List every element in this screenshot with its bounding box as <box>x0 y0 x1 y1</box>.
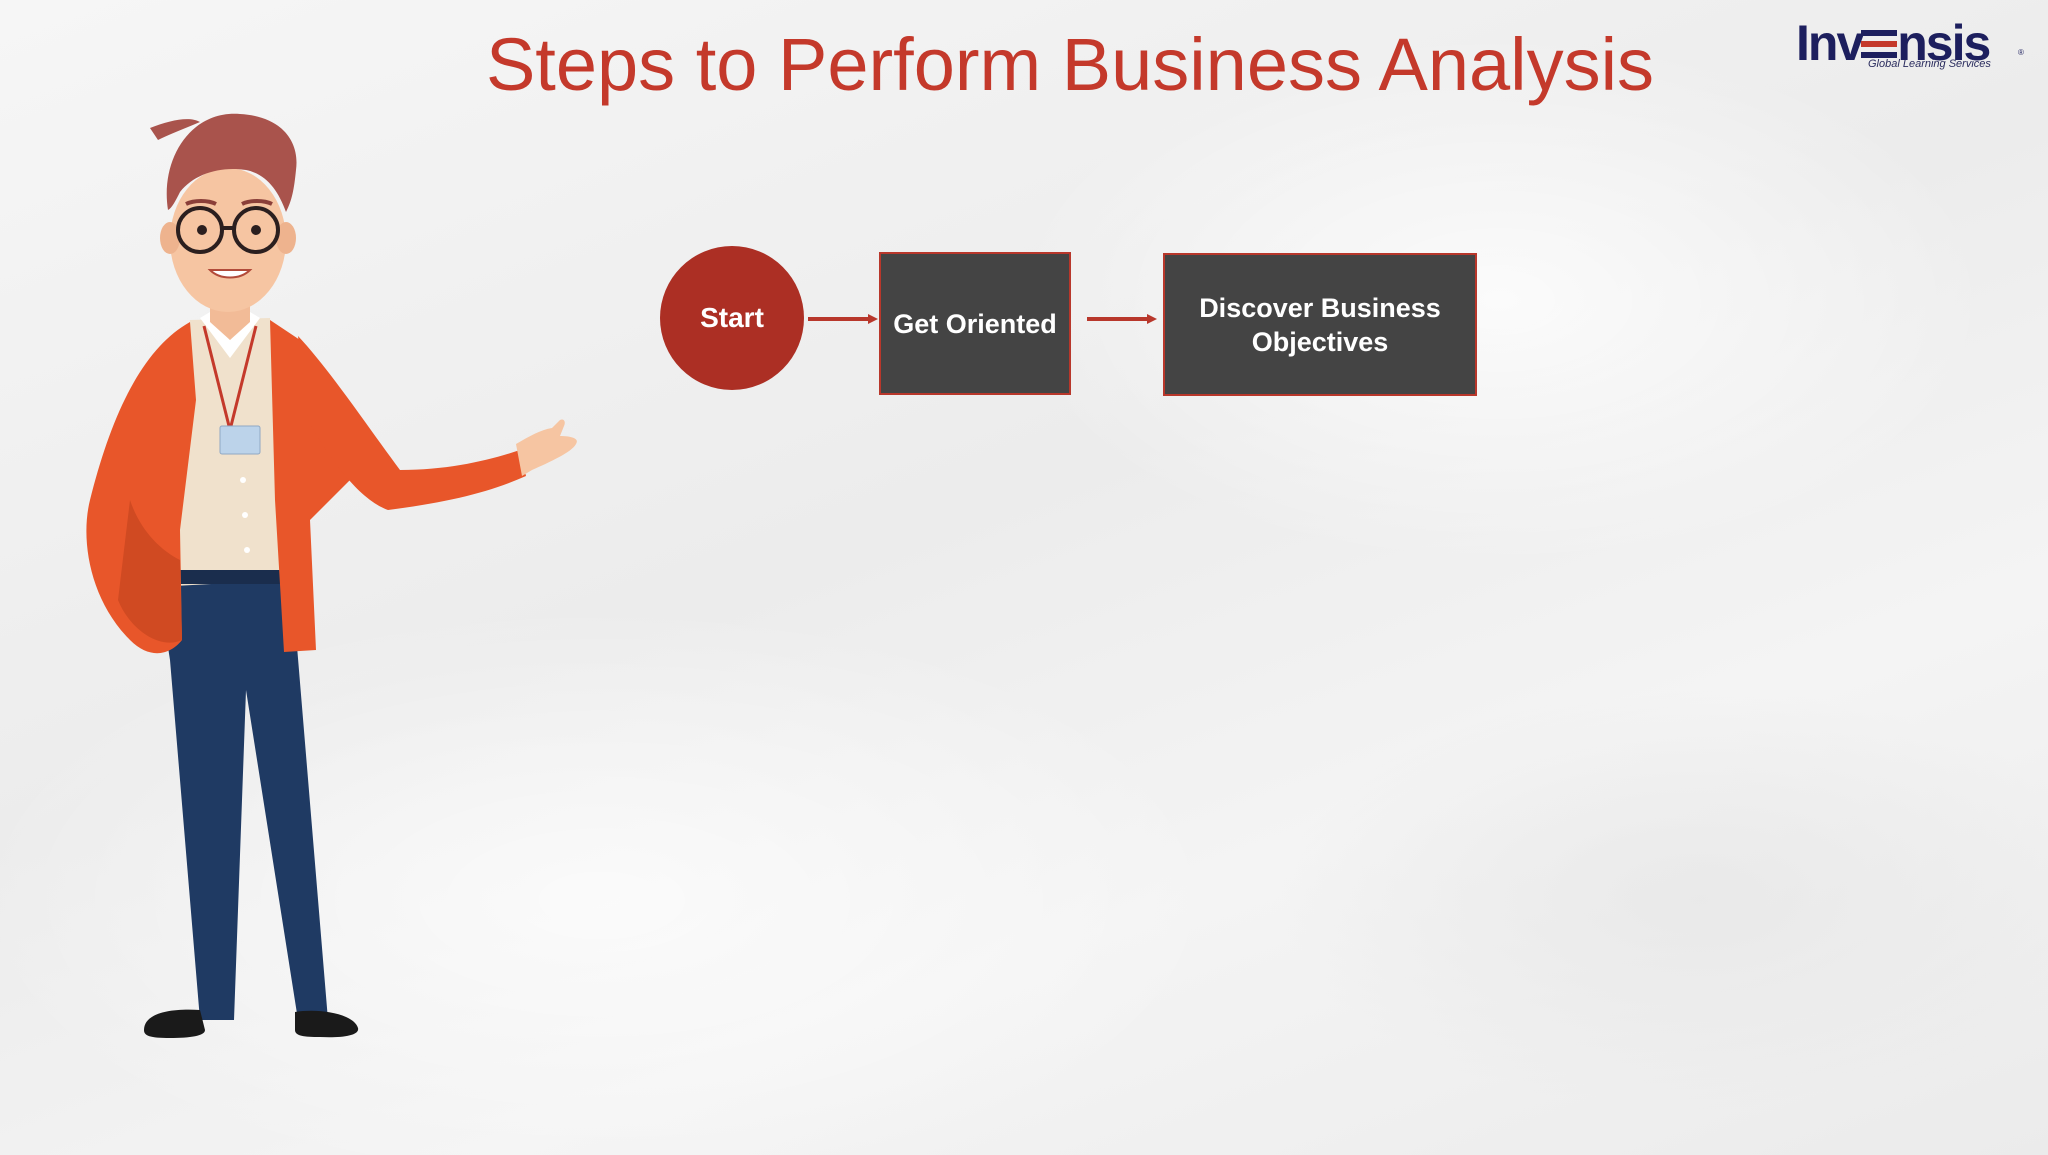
face <box>170 168 286 312</box>
pointing-hand-icon <box>516 419 577 476</box>
arrow-start-to-oriented <box>808 314 878 324</box>
step-get-oriented: Get Oriented <box>879 252 1071 395</box>
pointing-arm <box>298 336 526 510</box>
logo-tagline: Global Learning Services <box>1868 58 1991 70</box>
id-badge-icon <box>219 425 261 455</box>
start-node: Start <box>660 246 804 390</box>
arrow-oriented-to-discover <box>1087 314 1157 324</box>
trousers <box>156 562 328 1020</box>
hair <box>166 113 297 212</box>
slide-title: Steps to Perform Business Analysis <box>485 23 1655 106</box>
logo-registered-mark: ® <box>2018 48 2024 57</box>
right-shoe-icon <box>295 1010 359 1038</box>
step-discover-business-objectives: Discover Business Objectives <box>1163 253 1477 396</box>
presenter-illustration <box>86 113 577 1038</box>
glasses-icon <box>176 206 280 254</box>
jacket-right <box>270 320 370 652</box>
left-shoe-icon <box>144 1009 205 1038</box>
